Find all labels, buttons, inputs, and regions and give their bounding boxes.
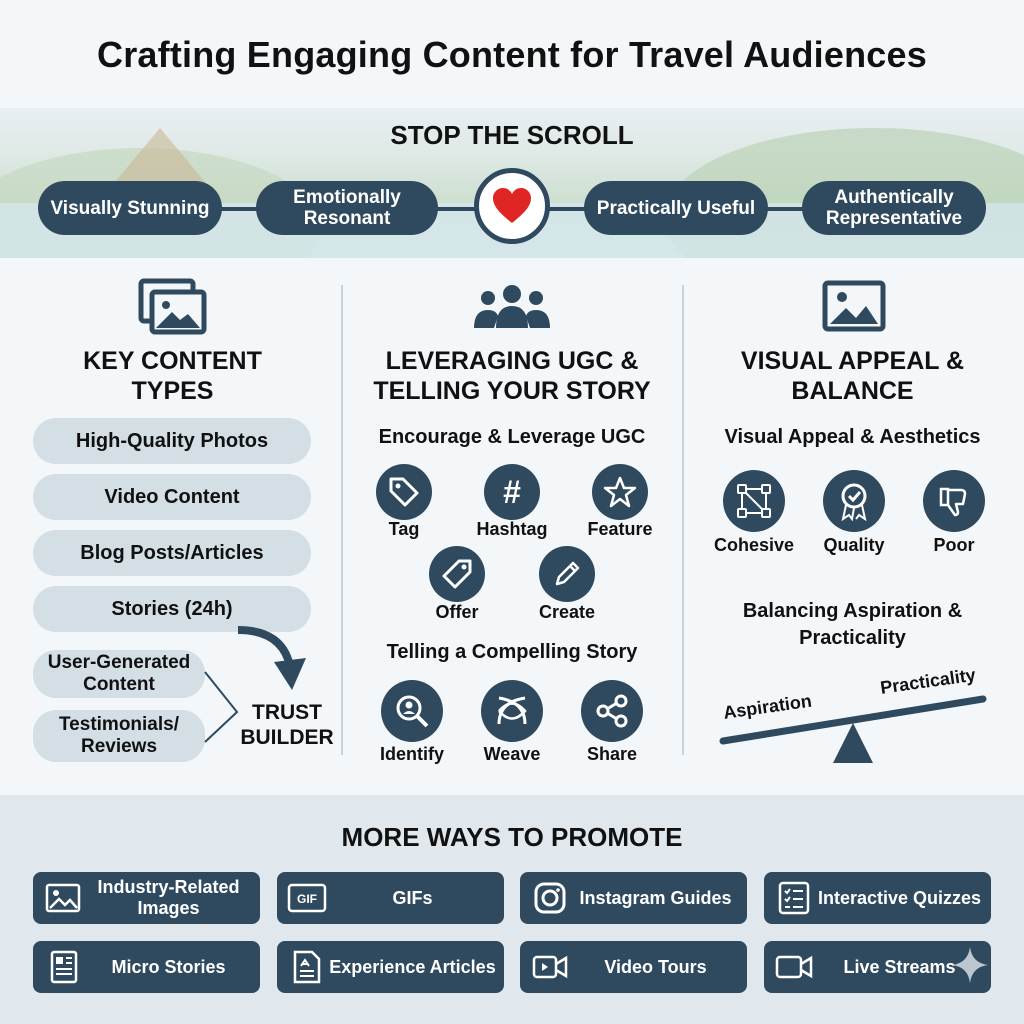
promo-experience-articles: Experience Articles bbox=[277, 941, 504, 993]
cohesive-icon bbox=[723, 470, 785, 532]
bracket-lines bbox=[204, 671, 239, 743]
content-type-testimonials: Testimonials/ Reviews bbox=[33, 710, 205, 762]
feature-label: Feature bbox=[587, 519, 653, 539]
share-icon bbox=[581, 680, 643, 742]
share-label: Share bbox=[586, 744, 638, 764]
instagram-icon bbox=[530, 878, 570, 918]
pill-visually-stunning: Visually Stunning bbox=[38, 181, 222, 235]
column-divider bbox=[341, 285, 343, 755]
identify-label: Identify bbox=[379, 744, 444, 764]
tag-icon bbox=[376, 464, 432, 520]
content-type-video: Video Content bbox=[33, 474, 311, 520]
star-icon bbox=[592, 464, 648, 520]
gif-icon: GIF bbox=[287, 878, 327, 918]
hashtag-label: Hashtag bbox=[476, 519, 548, 539]
ugc-story-title: LEVERAGING UGC & TELLING YOUR STORY bbox=[373, 347, 651, 405]
page-title: Crafting Engaging Content for Travel Aud… bbox=[97, 34, 927, 75]
pill-practically-useful: Practically Useful bbox=[584, 181, 768, 235]
promo-interactive-quizzes: Interactive Quizzes bbox=[764, 872, 991, 924]
promo-industry-images: Industry-Related Images bbox=[33, 872, 260, 924]
trust-builder-label: TRUST BUILDER bbox=[240, 701, 334, 749]
seesaw-illustration bbox=[719, 695, 987, 763]
promo-gifs: GIF GIFs bbox=[277, 872, 504, 924]
image-icon bbox=[822, 280, 886, 332]
document-icon bbox=[43, 947, 83, 987]
banner-title: STOP THE SCROLL bbox=[390, 120, 634, 150]
weave-icon bbox=[481, 680, 543, 742]
checklist-icon bbox=[774, 878, 814, 918]
arrow-down-icon bbox=[237, 626, 306, 690]
magnifier-person-icon bbox=[381, 680, 443, 742]
promo-instagram-guides: Instagram Guides bbox=[520, 872, 747, 924]
heart-icon bbox=[474, 168, 550, 244]
content-type-photos: High-Quality Photos bbox=[33, 418, 311, 464]
tag-label: Tag bbox=[388, 519, 420, 539]
weave-label: Weave bbox=[483, 744, 541, 764]
content-type-blog: Blog Posts/Articles bbox=[33, 530, 311, 576]
offer-label: Offer bbox=[435, 602, 479, 622]
poor-label: Poor bbox=[933, 535, 975, 555]
article-icon bbox=[287, 947, 327, 987]
promo-micro-stories: Micro Stories bbox=[33, 941, 260, 993]
photos-icon bbox=[138, 278, 207, 335]
more-ways-title: MORE WAYS TO PROMOTE bbox=[341, 822, 683, 852]
quality-label: Quality bbox=[823, 535, 885, 555]
promo-live-streams: Live Streams bbox=[764, 941, 991, 993]
ugc-subtitle: Encourage & Leverage UGC bbox=[378, 426, 646, 448]
sparkle-icon bbox=[952, 947, 988, 983]
balance-subtitle: Balancing Aspiration & Practicality bbox=[742, 600, 963, 649]
content-type-ugc: User-Generated Content bbox=[33, 650, 205, 698]
pencil-icon bbox=[539, 546, 595, 602]
svg-text:GIF: GIF bbox=[297, 892, 317, 906]
column-divider bbox=[682, 285, 684, 755]
pill-emotionally-resonant: Emotionally Resonant bbox=[256, 181, 438, 235]
promo-video-tours: Video Tours bbox=[520, 941, 747, 993]
video-camera-icon bbox=[774, 947, 814, 987]
story-subtitle: Telling a Compelling Story bbox=[386, 641, 638, 663]
create-label: Create bbox=[538, 602, 596, 622]
visual-appeal-title: VISUAL APPEAL & BALANCE bbox=[740, 347, 965, 405]
pill-authentically-representative: Authentically Representative bbox=[802, 181, 986, 235]
content-type-stories: Stories (24h) bbox=[33, 586, 311, 632]
image-icon bbox=[43, 878, 83, 918]
thumbs-down-icon bbox=[923, 470, 985, 532]
cohesive-label: Cohesive bbox=[713, 535, 795, 555]
quality-badge-icon bbox=[823, 470, 885, 532]
aesthetics-subtitle: Visual Appeal & Aesthetics bbox=[724, 426, 981, 448]
video-camera-icon bbox=[530, 947, 570, 987]
price-tag-icon bbox=[429, 546, 485, 602]
hashtag-icon: # bbox=[484, 464, 540, 520]
group-icon bbox=[474, 285, 550, 328]
key-content-types-title: KEY CONTENT TYPES bbox=[83, 347, 262, 405]
